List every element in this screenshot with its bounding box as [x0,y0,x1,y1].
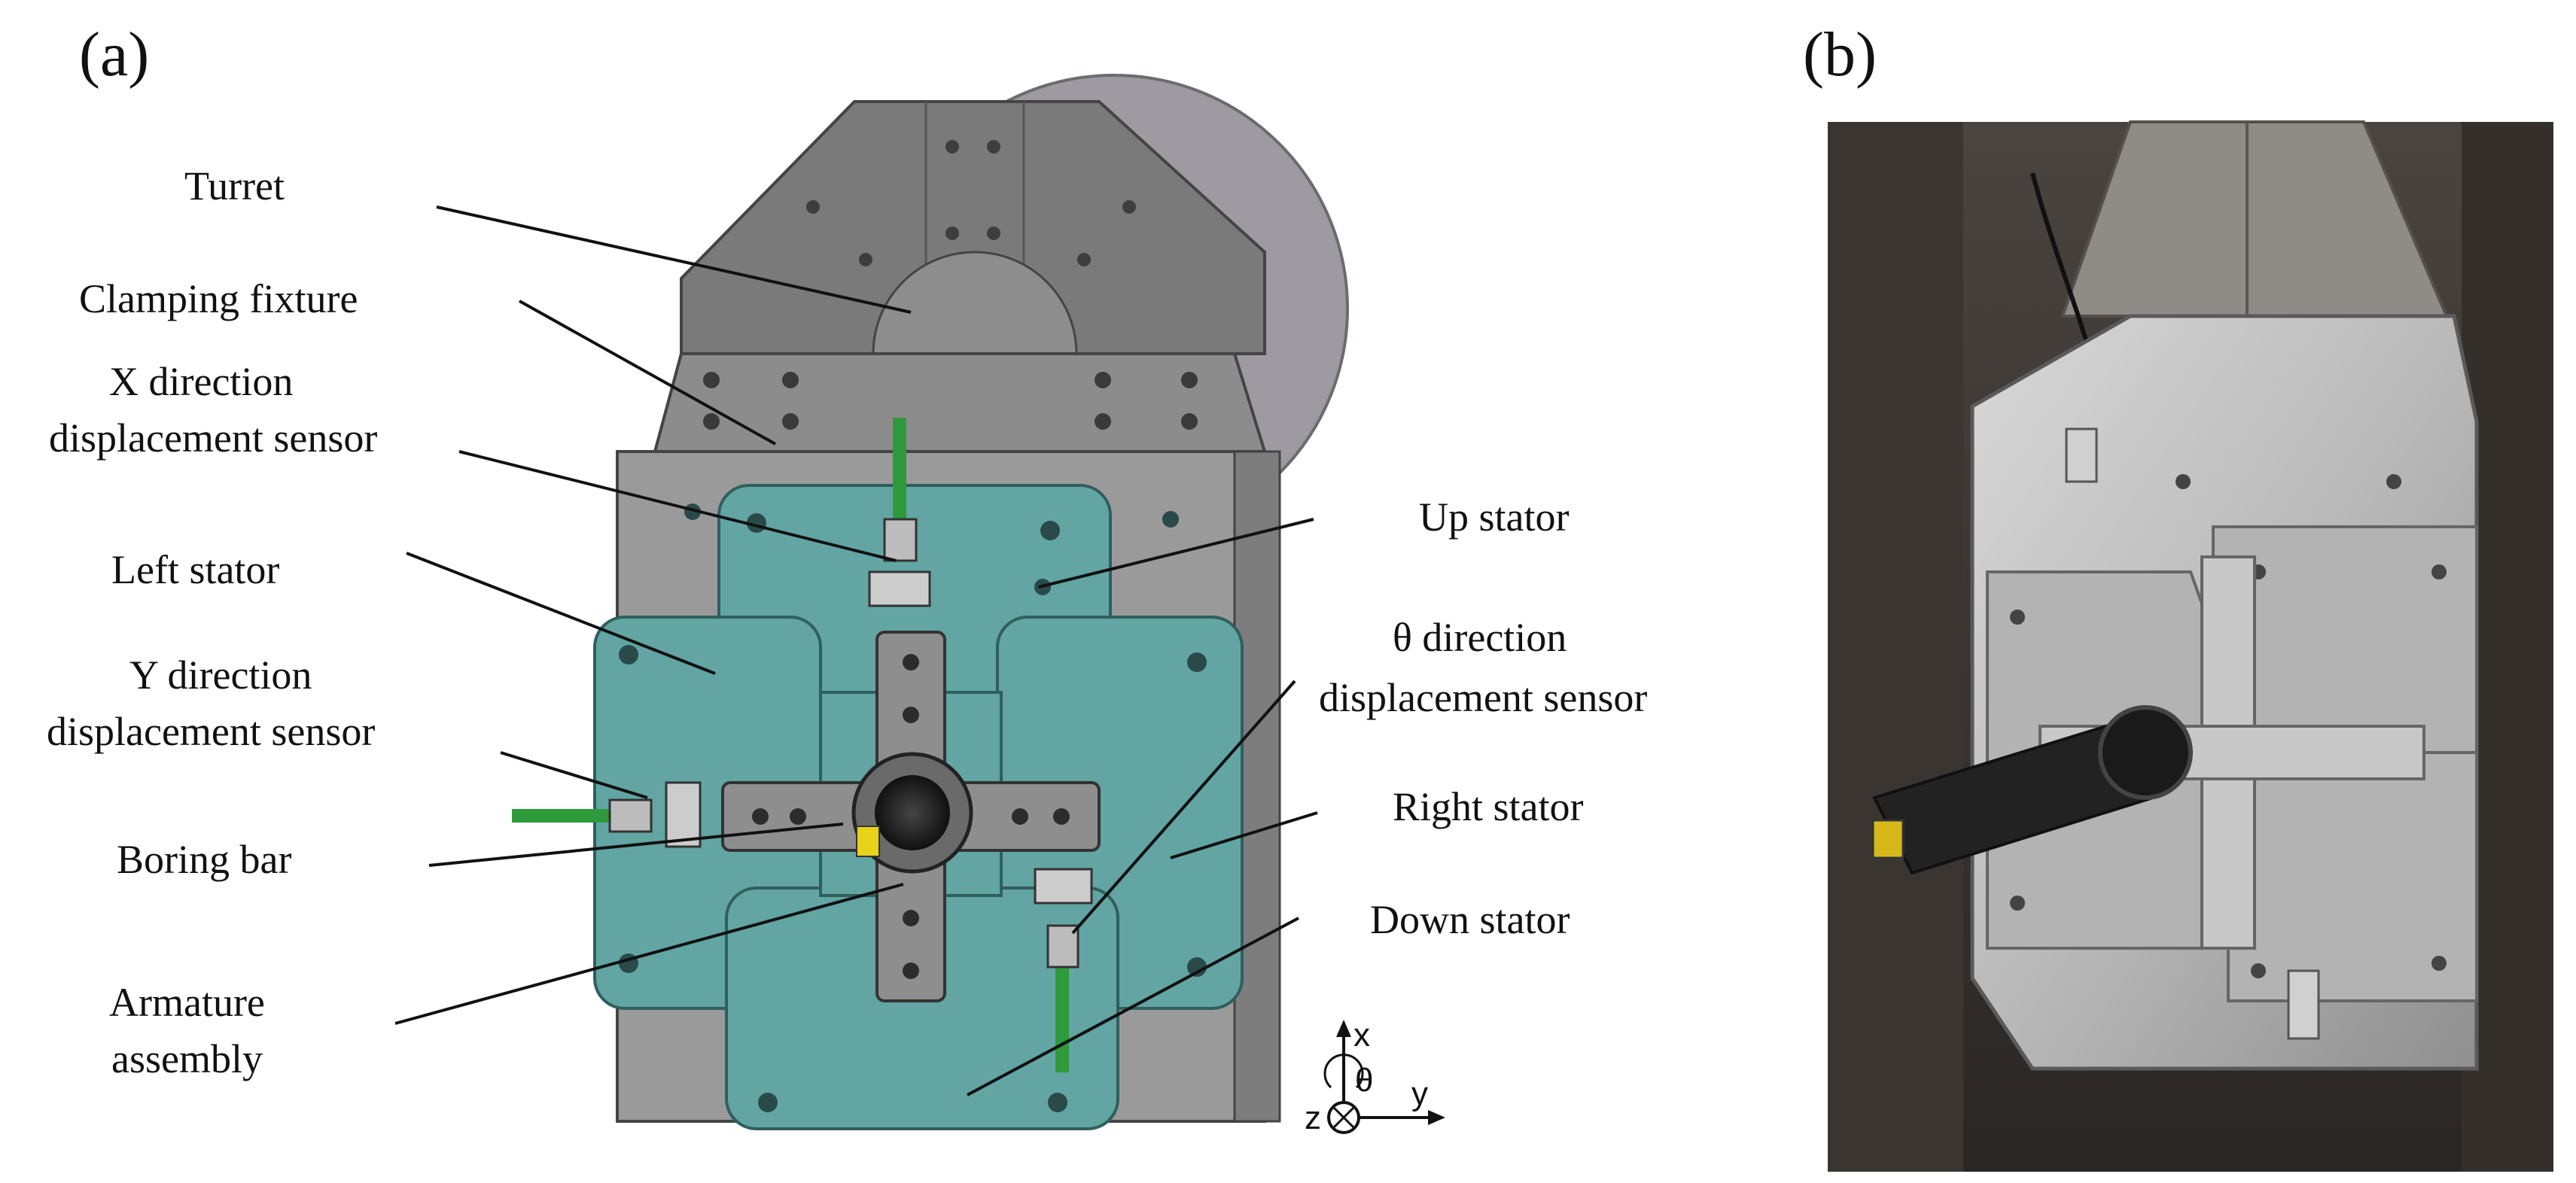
leader-turret [436,205,912,314]
leader-clamping-fixture [519,300,776,446]
leader-boring-bar [428,823,844,867]
turret-head [680,100,1266,355]
label-x-sensor-2: displacement sensor [49,415,377,461]
leader-x-sensor [458,450,897,562]
label-down-stator: Down stator [1370,897,1570,942]
y-sensor-rod [512,809,617,823]
label-right-stator: Right stator [1393,784,1584,829]
label-armature-1: Armature [109,980,265,1025]
photo-bar-collar [2098,705,2193,800]
photo-left-wall [1828,122,1963,1172]
label-x-sensor-1: X direction [109,359,293,404]
x-sensor-body [883,518,918,562]
label-up-stator: Up stator [1419,494,1569,540]
leader-down-stator [967,917,1299,1096]
leader-left-stator [406,552,716,675]
label-y-sensor-2: displacement sensor [47,709,375,754]
leader-up-stator [1038,518,1314,588]
turret-bolts [806,140,1136,266]
theta-sensor-clamp [1034,868,1093,905]
axis-theta-label: θ [1355,1062,1373,1099]
axis-z-label: z [1305,1099,1321,1136]
label-boring-bar: Boring bar [117,837,291,882]
armature-bolts [752,654,1070,979]
panel-a: (a) [47,20,1647,1136]
label-left-stator: Left stator [111,547,279,592]
label-theta-sensor-2: displacement sensor [1319,675,1647,720]
photo-x-sensor [2065,427,2098,483]
label-armature-2: assembly [111,1036,263,1081]
clamping-fixture [653,352,1267,453]
coordinate-axes: x y z θ [1305,1017,1445,1136]
leader-armature [394,883,904,1025]
label-theta-sensor-1: θ direction [1393,615,1567,660]
axis-x-label: x [1353,1017,1370,1054]
panel-a-label: (a) [79,20,149,90]
label-turret: Turret [184,163,285,208]
cutting-insert [856,826,880,857]
label-y-sensor-1: Y direction [129,652,312,698]
panel-b-label: (b) [1803,20,1877,90]
leader-y-sensor [500,751,648,799]
stator-bolts [619,503,1207,1112]
photo-theta-sensor [2287,969,2320,1040]
boring-bar [875,775,950,850]
label-clamping-fixture: Clamping fixture [79,276,358,321]
axis-y-label: y [1411,1075,1428,1112]
photo-cutting-insert [1871,819,1905,859]
leader-theta-sensor [1071,680,1296,935]
fixture-bolts [703,372,1198,430]
x-sensor-clamp [868,570,931,607]
y-sensor-body [608,798,653,833]
y-sensor-clamp [665,781,702,848]
x-sensor-rod [893,418,906,523]
panel-b: (b) [1803,20,2553,1172]
leader-right-stator [1170,811,1318,859]
theta-sensor-rod [1055,967,1069,1072]
